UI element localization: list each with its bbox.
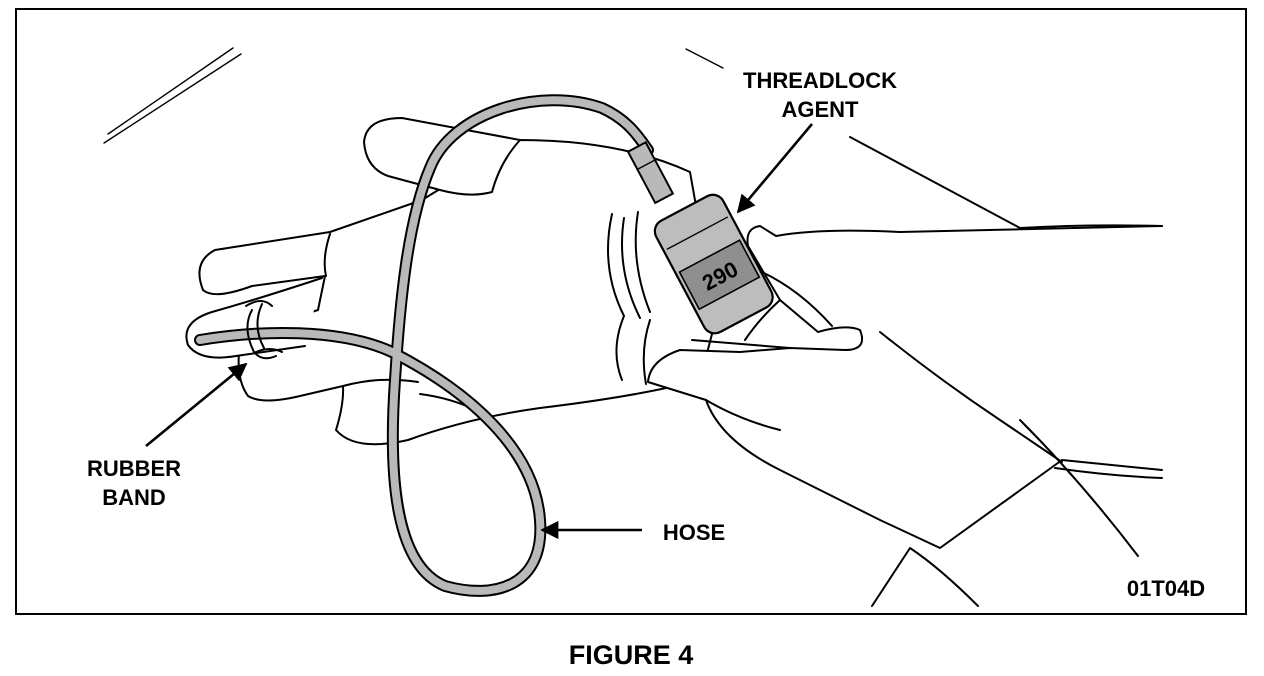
rubber-band-arrow <box>145 362 248 448</box>
hose-label: HOSE <box>663 520 725 545</box>
threadlock-agent-label-line1: THREADLOCK <box>743 68 897 93</box>
figure-caption: FIGURE 4 <box>569 640 694 670</box>
threadlock-bottle-illustration: 290 <box>626 140 774 335</box>
figure-frame <box>15 8 1247 615</box>
threadlock-agent-label-line2: AGENT <box>782 97 860 122</box>
rubber-band-label-line2: BAND <box>102 485 166 510</box>
background-streaks <box>103 47 242 144</box>
threadlock-arrow <box>736 123 813 214</box>
hose-illustration <box>194 94 654 597</box>
rubber-band-label-line1: RUBBER <box>87 456 181 481</box>
rubber-band-illustration <box>245 300 283 360</box>
right-hand-illustration <box>647 225 1163 557</box>
left-hand-illustration <box>185 117 713 446</box>
figure-code: 01T04D <box>1127 576 1205 601</box>
